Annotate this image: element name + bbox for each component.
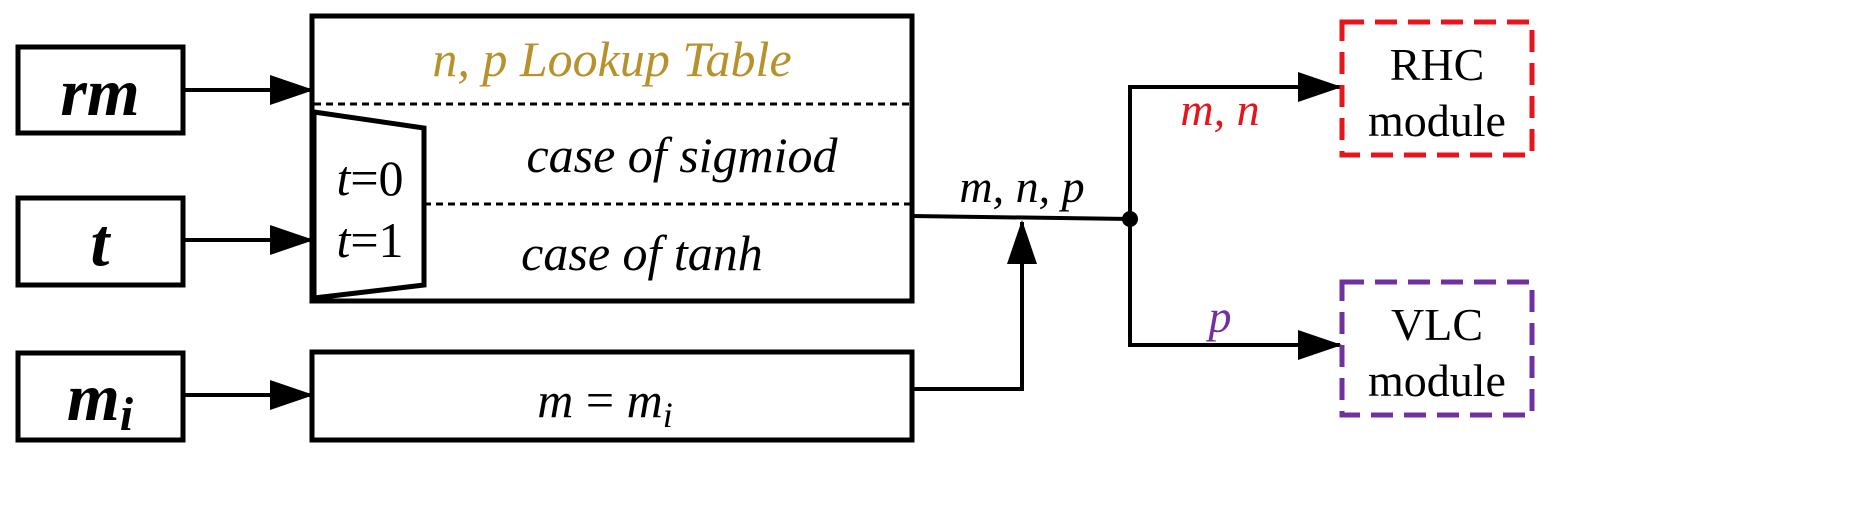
wire-table-to-junction [911,214,1131,221]
rhc-module-block: RHC module [1339,19,1535,158]
mux-t1-label: t=1 [336,212,403,268]
row-sigmoid-label: case of sigmiod [526,127,838,183]
assign-box [309,349,915,443]
signal-p-label: p [1206,291,1232,342]
arrow-to-vlc [1128,219,1342,360]
rhc-module-line2: module [1368,95,1506,146]
input-mi-label: mi [67,359,134,441]
input-t-label: t [91,204,112,280]
lookup-table-block: n, p Lookup Table case of sigmiod case o… [309,13,915,304]
row-tanh-label: case of tanh [521,225,763,281]
arrow-to-rhc [1128,72,1342,219]
input-mi-box [15,350,186,443]
input-rm-block: rm [15,44,186,136]
assign-label: m = mi [537,372,672,435]
signal-mn-label: m, n [1180,84,1259,135]
assign-block: m = mi [309,349,915,443]
arrow-assign-to-bus [912,220,1037,391]
input-t-box [15,195,186,288]
vlc-module-line1: VLC [1391,299,1483,350]
mux-t0-label: t=0 [336,150,403,206]
rhc-module-line1: RHC [1390,39,1485,90]
input-rm-label: rm [60,54,139,130]
input-rm-box [15,44,186,136]
vlc-module-box [1339,279,1535,418]
vlc-module-line2: module [1368,355,1506,406]
lookup-table-title: n, p Lookup Table [432,31,791,87]
rhc-module-box [1339,19,1535,158]
vlc-module-block: VLC module [1339,279,1535,418]
mux-shape [311,109,427,301]
input-mi-block: mi [15,350,186,443]
input-t-block: t [15,195,186,288]
signal-mnp-label: m, n, p [959,161,1084,212]
